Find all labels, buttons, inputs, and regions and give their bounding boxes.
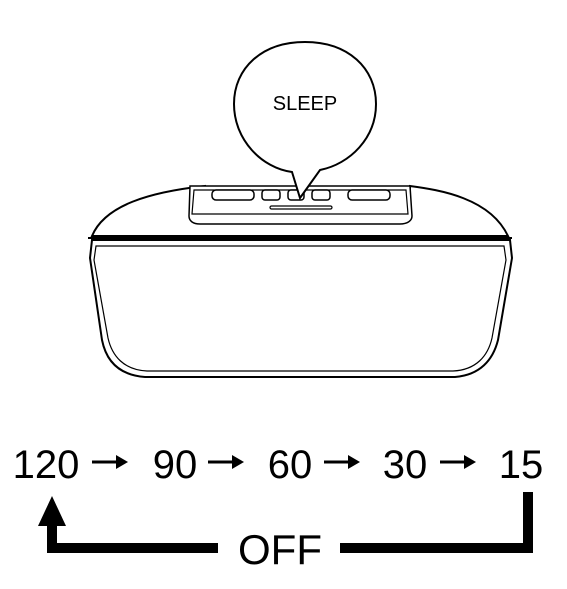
timer-sequence: 120 90 60 30 15	[13, 443, 544, 487]
callout-label: SLEEP	[273, 93, 337, 115]
loop-line-right	[340, 492, 528, 548]
button-small-1[interactable]	[262, 190, 280, 200]
device-illustration	[88, 186, 512, 377]
step-15: 15	[499, 443, 544, 487]
step-90: 90	[153, 443, 198, 487]
button-right-long[interactable]	[348, 190, 390, 200]
off-label: OFF	[238, 526, 322, 573]
step-60: 60	[268, 443, 313, 487]
callout-bubble	[234, 42, 376, 198]
button-left-long[interactable]	[212, 190, 254, 200]
sleep-callout: SLEEP	[234, 42, 376, 198]
loop-line-left	[52, 522, 218, 548]
step-30: 30	[383, 443, 428, 487]
device-body	[90, 240, 512, 377]
step-arrow	[208, 455, 244, 469]
loop-arrow: OFF	[38, 492, 528, 573]
indicator-slit	[270, 206, 332, 209]
loop-arrowhead	[38, 496, 66, 526]
step-120: 120	[13, 443, 80, 487]
button-small-2[interactable]	[312, 190, 330, 200]
step-arrow	[92, 455, 128, 469]
step-arrow	[324, 455, 360, 469]
step-arrow	[440, 455, 476, 469]
